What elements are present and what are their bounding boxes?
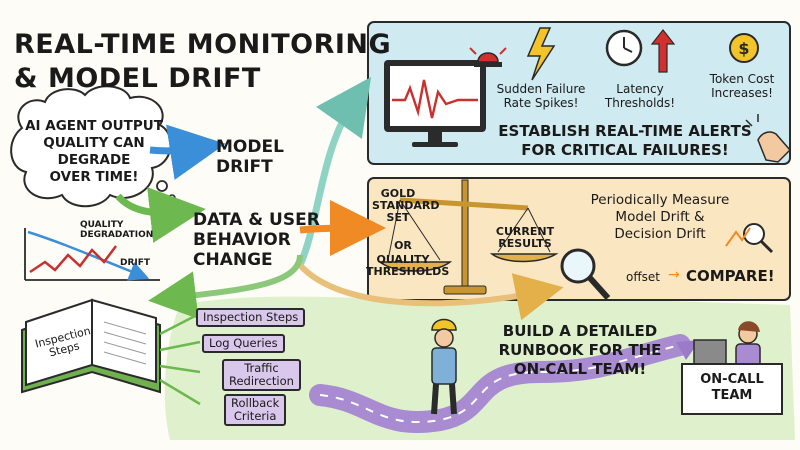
monitor-icon	[384, 60, 486, 147]
arrow-to-runbook	[148, 254, 303, 320]
alerts-headline: ESTABLISH REAL-TIME ALERTS FOR CRITICAL …	[490, 122, 760, 160]
on-call-team-label: ON-CALL TEAM	[682, 372, 782, 404]
runbook-headline-line: RUNBOOK FOR THE	[498, 341, 662, 359]
gold-standard-label: GOLD STANDARD SET	[372, 187, 440, 224]
runbook-item-label: Log Queries	[209, 336, 278, 350]
runbook-headline-line: BUILD A DETAILED	[502, 322, 658, 340]
alerts-headline-line: FOR CRITICAL FAILURES!	[521, 141, 729, 159]
mini-chart-label: QUALITY	[80, 220, 124, 230]
model-drift-label: MODEL DRIFT	[216, 137, 284, 177]
trigger-failure-label: Sudden Failure Rate Spikes!	[495, 82, 587, 110]
current-line: CURRENT	[495, 225, 555, 238]
lightning-icon	[526, 27, 556, 81]
title-line-2: & MODEL DRIFT	[14, 63, 261, 94]
measure-line: Decision Drift	[614, 226, 706, 242]
cloud-line: QUALITY CAN	[43, 135, 145, 151]
title-line-1: REAL-TIME MONITORING	[14, 29, 392, 60]
pointing-hand-icon	[745, 114, 792, 163]
clock-icon	[605, 29, 643, 67]
model-drift-line: DRIFT	[216, 157, 273, 177]
arrow-to-data-change	[115, 187, 206, 243]
svg-text:$: $	[738, 39, 749, 58]
current-line: RESULTS	[498, 237, 552, 250]
trigger-line: Thresholds!	[604, 96, 676, 110]
trigger-latency-label: Latency Thresholds!	[600, 82, 680, 110]
siren-icon	[469, 47, 507, 67]
data-change-label: DATA & USER BEHAVIOR CHANGE	[193, 210, 320, 270]
cloud-text: AI AGENT OUTPUT QUALITY CAN DEGRADE OVER…	[20, 118, 168, 186]
model-drift-line: MODEL	[216, 137, 284, 157]
arrow-to-drift	[299, 200, 386, 257]
measure-line: Model Drift &	[615, 209, 705, 225]
alerts-headline-line: ESTABLISH REAL-TIME ALERTS	[498, 122, 752, 140]
runbook-headline-line: ON-CALL TEAM!	[513, 360, 647, 378]
data-change-line: BEHAVIOR	[193, 230, 291, 250]
offset-arrow-icon: →	[668, 267, 680, 283]
or-label: OR	[394, 239, 412, 252]
trigger-line: Rate Spikes!	[503, 96, 579, 110]
small-magnifier-icon	[725, 223, 774, 254]
trigger-line: Token Cost	[709, 72, 775, 86]
data-change-line: DATA & USER	[193, 210, 320, 230]
data-change-line: CHANGE	[193, 250, 273, 270]
runbook-item-log-queries: Log Queries	[202, 334, 285, 353]
quality-thresholds-label: QUALITY THRESHOLDS	[366, 253, 450, 278]
current-results-label: CURRENT RESULTS	[490, 226, 560, 250]
balance-scale-icon	[377, 179, 559, 295]
team-line: ON-CALL	[700, 372, 764, 387]
compare-label: COMPARE!	[686, 267, 775, 285]
trigger-line: Sudden Failure	[496, 82, 586, 96]
up-arrow-icon	[650, 29, 676, 73]
on-call-team-figure	[681, 321, 783, 415]
gold-line: SET	[386, 211, 410, 224]
gold-line: STANDARD	[372, 199, 440, 212]
offset-label: offset	[626, 270, 660, 284]
arrow-to-compare	[297, 262, 564, 321]
runbook-book	[21, 298, 161, 394]
gold-line: GOLD	[380, 187, 416, 200]
runbook-headline: BUILD A DETAILED RUNBOOK FOR THE ON-CALL…	[480, 322, 680, 379]
coin-icon: $	[729, 33, 759, 63]
runbook-item-label: Criteria	[233, 409, 277, 423]
cloud-line: DEGRADE	[57, 152, 131, 168]
runbook-item-label: Redirection	[229, 374, 294, 388]
runbook-item-traffic: Traffic Redirection	[222, 359, 301, 391]
trigger-line: Latency	[616, 82, 664, 96]
runbook-item-inspection: Inspection Steps	[196, 308, 306, 327]
runbook-item-label: Traffic	[244, 361, 279, 375]
team-line: TEAM	[711, 388, 753, 403]
trigger-line: Increases!	[711, 86, 773, 100]
cloud-line: AI AGENT OUTPUT	[25, 118, 163, 134]
mini-chart-drift-label: DRIFT	[120, 258, 151, 268]
measure-drift-text: Periodically Measure Model Drift & Decis…	[590, 192, 730, 243]
measure-line: Periodically Measure	[590, 192, 730, 208]
mini-chart-degradation-label: QUALITY DEGRADATION	[80, 220, 153, 240]
mini-drift-chart	[24, 228, 160, 281]
arrow-to-alerts	[296, 77, 372, 267]
trigger-cost-label: Token Cost Increases!	[700, 72, 784, 100]
engineer-figure	[431, 318, 457, 415]
runbook-item-rollback: Rollback Criteria	[224, 394, 287, 426]
thresholds-line: QUALITY	[376, 253, 430, 266]
arrow-to-model-drift	[149, 124, 226, 180]
magnifier-icon	[560, 248, 611, 301]
runbook-item-label: Inspection Steps	[203, 310, 299, 324]
runbook-item-label: Rollback	[231, 396, 280, 410]
thresholds-line: THRESHOLDS	[366, 265, 450, 278]
mini-chart-label: DEGRADATION	[80, 230, 154, 240]
cloud-line: OVER TIME!	[49, 169, 139, 185]
page-title: REAL-TIME MONITORING & MODEL DRIFT	[14, 28, 391, 96]
